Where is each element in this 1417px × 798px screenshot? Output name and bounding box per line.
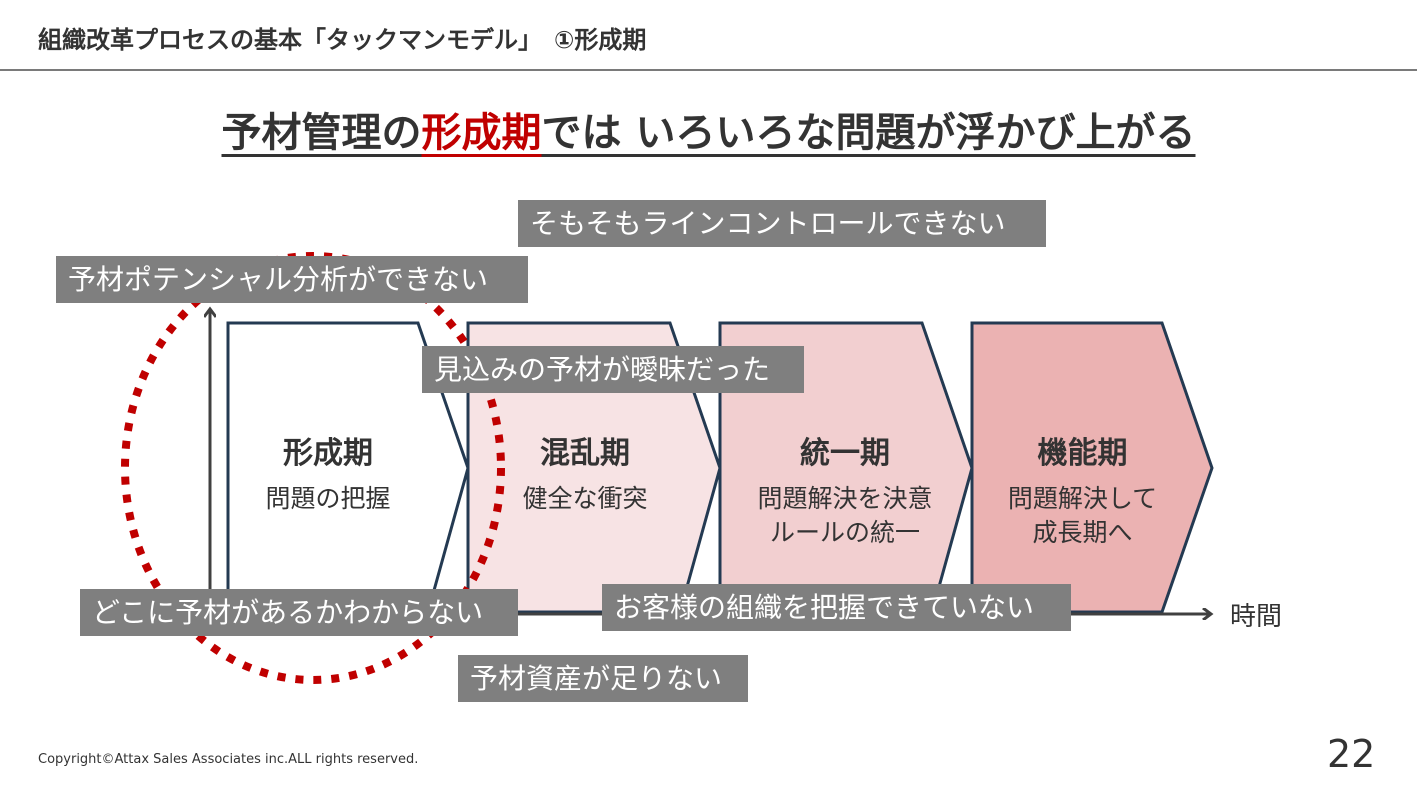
stage-desc: ルールの統一 bbox=[769, 518, 920, 547]
stage-name: 統一期 bbox=[800, 436, 890, 471]
slide-header: 組織改革プロセスの基本「タックマンモデル」 ①形成期 bbox=[38, 26, 647, 54]
title-post: では いろいろな問題が浮かび上がる bbox=[541, 110, 1196, 156]
problem-label: 予材ポテンシャル分析ができない bbox=[56, 256, 528, 303]
stage-3: 統一期 問題解決を決意 ルールの統一 bbox=[735, 428, 955, 550]
stage-desc: 成長期へ bbox=[1032, 518, 1133, 547]
problem-label: そもそもラインコントロールできない bbox=[518, 200, 1046, 247]
slide-title: 予材管理の形成期では いろいろな問題が浮かび上がる bbox=[0, 100, 1417, 158]
stage-name: 形成期 bbox=[283, 436, 373, 471]
stage-4: 機能期 問題解決して 成長期へ bbox=[980, 428, 1185, 550]
stage-chevron-1 bbox=[226, 321, 470, 614]
stage-name: 機能期 bbox=[1037, 436, 1128, 471]
header-divider bbox=[0, 69, 1417, 71]
title-pre: 予材管理の bbox=[221, 110, 422, 156]
stage-1: 形成期 問題の把握 bbox=[228, 428, 428, 516]
problem-label: お客様の組織を把握できていない bbox=[602, 584, 1071, 631]
copyright: Copyright©Attax Sales Associates inc.ALL… bbox=[38, 752, 419, 767]
stage-chevron-3 bbox=[718, 321, 974, 614]
problem-label: 予材資産が足りない bbox=[458, 655, 748, 702]
page-number: 22 bbox=[1327, 732, 1376, 776]
problem-label: どこに予材があるかわからない bbox=[80, 589, 518, 636]
stage-desc: 問題の把握 bbox=[265, 484, 391, 513]
time-axis-label: 時間 bbox=[1230, 602, 1283, 632]
stage-chevron-4 bbox=[970, 321, 1214, 614]
stage-desc: 問題解決を決意 bbox=[757, 484, 933, 513]
stage-desc: 問題解決して bbox=[1007, 484, 1158, 513]
stage-chevron-2 bbox=[466, 321, 722, 614]
title-highlight: 形成期 bbox=[421, 110, 542, 156]
stage-name: 混乱期 bbox=[540, 436, 630, 471]
stage-desc: 健全な衝突 bbox=[522, 484, 648, 513]
problem-label: 見込みの予材が曖昧だった bbox=[422, 346, 804, 393]
stage-2: 混乱期 健全な衝突 bbox=[480, 428, 690, 516]
